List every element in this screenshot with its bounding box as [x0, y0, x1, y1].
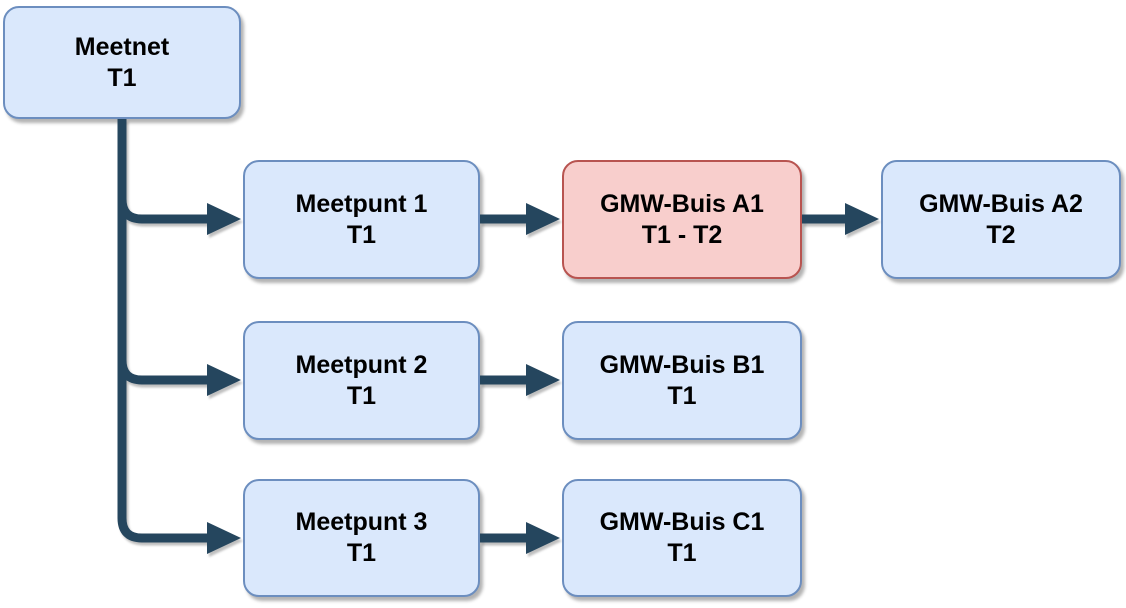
- node-meetpunt-2[interactable]: Meetpunt 2 T1: [243, 321, 480, 440]
- node-gmw-buis-c1-label: GMW-Buis C1 T1: [600, 507, 765, 569]
- node-gmw-buis-a1-label: GMW-Buis A1 T1 - T2: [600, 189, 764, 251]
- node-gmw-buis-a1[interactable]: GMW-Buis A1 T1 - T2: [562, 160, 802, 279]
- node-period: T1: [346, 381, 377, 410]
- node-gmw-buis-a2[interactable]: GMW-Buis A2 T2: [881, 160, 1121, 279]
- node-title: GMW-Buis B1: [599, 350, 765, 379]
- edge-meetnet-meetpunt-2-arrowhead-icon: [207, 364, 241, 396]
- node-meetpunt-3[interactable]: Meetpunt 3 T1: [243, 479, 480, 597]
- edge-gmw-buis-a1-gmw-buis-a2-arrowhead-icon: [845, 203, 879, 235]
- node-meetnet-label: Meetnet T1: [75, 32, 169, 94]
- node-period: T1: [346, 220, 377, 249]
- node-meetpunt-3-label: Meetpunt 3 T1: [296, 507, 428, 569]
- node-meetpunt-2-label: Meetpunt 2 T1: [296, 350, 428, 412]
- node-title: Meetpunt 3: [295, 508, 428, 536]
- node-meetpunt-1-label: Meetpunt 1 T1: [296, 189, 428, 251]
- node-title: Meetpunt 1: [295, 189, 428, 218]
- node-period: T1 - T2: [641, 220, 723, 249]
- node-gmw-buis-c1[interactable]: GMW-Buis C1 T1: [562, 479, 802, 597]
- edge-meetnet-meetpunt-1: [117, 119, 208, 224]
- edge-meetpunt-3-gmw-buis-c1-arrowhead-icon: [526, 522, 560, 554]
- node-meetpunt-1[interactable]: Meetpunt 1 T1: [243, 160, 480, 279]
- node-period: T1: [667, 539, 697, 567]
- node-meetnet[interactable]: Meetnet T1: [3, 6, 241, 119]
- node-period: T1: [346, 539, 377, 567]
- node-title: Meetpunt 2: [295, 350, 428, 379]
- node-gmw-buis-a2-label: GMW-Buis A2 T2: [919, 189, 1083, 251]
- node-title: GMW-Buis A1: [600, 189, 764, 218]
- edge-meetnet-meetpunt-3: [117, 119, 208, 543]
- node-title: GMW-Buis A2: [919, 189, 1083, 218]
- node-period: T1: [667, 381, 697, 410]
- node-period: T2: [986, 220, 1016, 249]
- node-period: T1: [107, 63, 137, 92]
- edge-meetpunt-2-gmw-buis-b1-arrowhead-icon: [526, 364, 560, 396]
- edge-meetnet-meetpunt-3-arrowhead-icon: [207, 522, 241, 554]
- edge-meetnet-meetpunt-1-arrowhead-icon: [207, 203, 241, 235]
- node-gmw-buis-b1-label: GMW-Buis B1 T1: [600, 350, 765, 412]
- edge-meetnet-meetpunt-2: [117, 119, 208, 385]
- node-title: GMW-Buis C1: [599, 508, 765, 536]
- node-title: Meetnet: [74, 32, 170, 61]
- edge-meetpunt-1-gmw-buis-a1-arrowhead-icon: [526, 203, 560, 235]
- node-gmw-buis-b1[interactable]: GMW-Buis B1 T1: [562, 321, 802, 440]
